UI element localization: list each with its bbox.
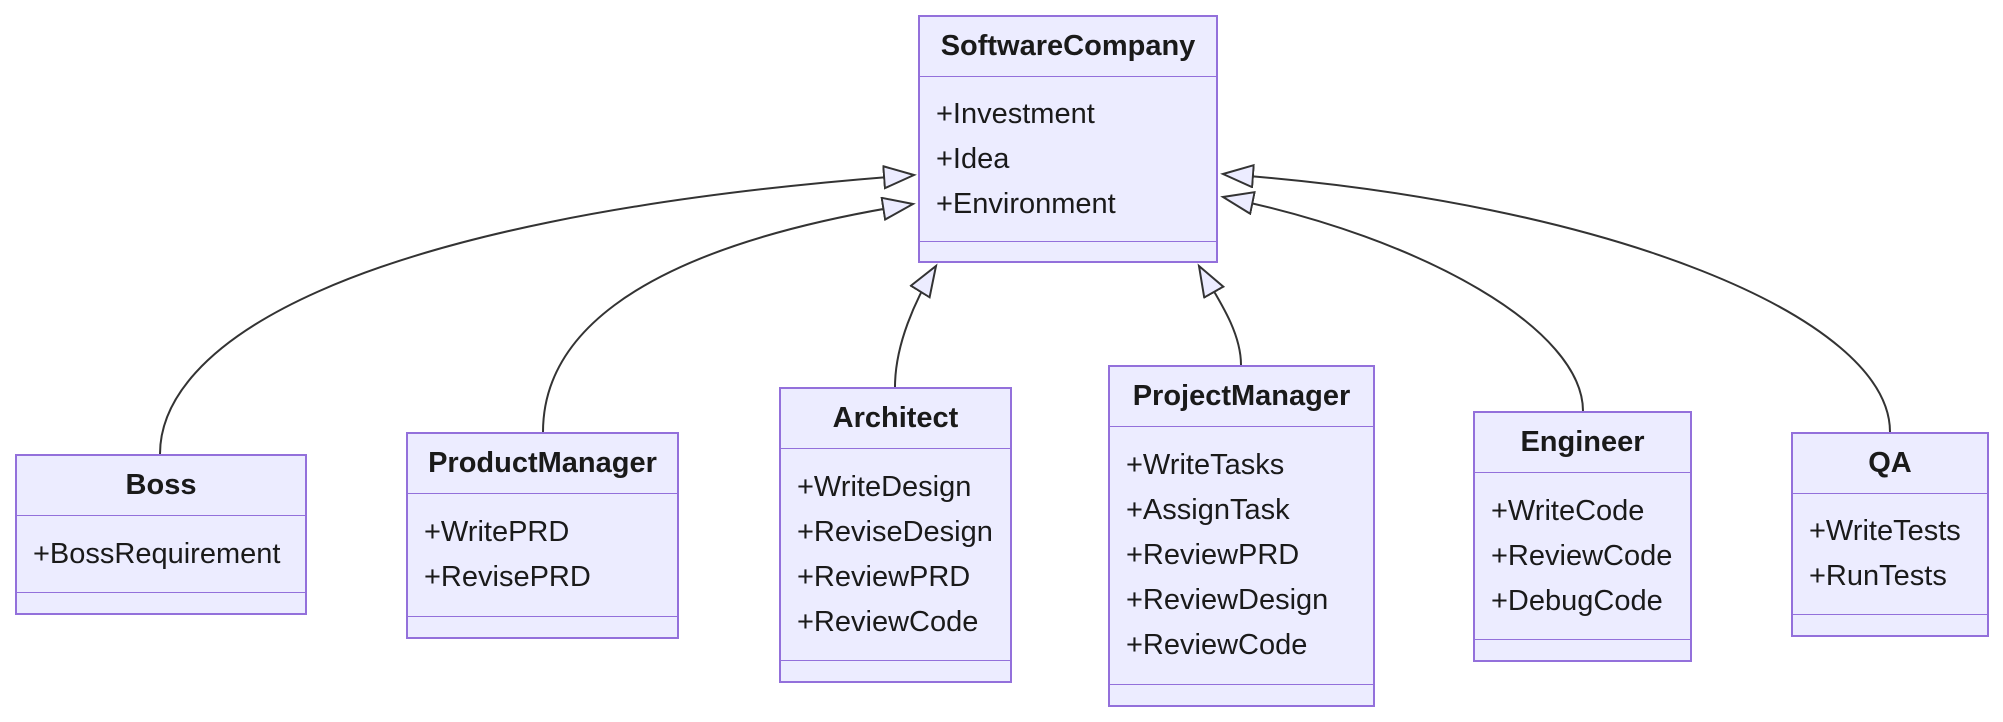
class-attributes-architect: +WriteDesign +ReviseDesign +ReviewPRD +R… [781, 449, 1010, 660]
class-title-softwarecompany: SoftwareCompany [920, 17, 1216, 77]
class-methods-empty [1110, 684, 1373, 705]
class-attributes-productmanager: +WritePRD +RevisePRD [408, 494, 677, 616]
class-title-qa: QA [1793, 434, 1987, 494]
class-methods-empty [17, 592, 305, 613]
class-methods-empty [920, 241, 1216, 261]
class-methods-empty [1793, 614, 1987, 635]
class-attributes-boss: +BossRequirement [17, 516, 305, 592]
class-methods-empty [781, 660, 1010, 681]
edge-projectmanager-to-softwarecompany [1199, 266, 1242, 366]
class-attribute: +WriteTasks [1126, 449, 1285, 481]
class-attribute: +WritePRD [424, 516, 570, 548]
class-attribute: +WriteCode [1491, 494, 1645, 527]
class-attribute: +AssignTask [1126, 494, 1290, 526]
edge-architect-to-softwarecompany [894, 266, 936, 388]
class-box-engineer: Engineer +WriteCode +ReviewCode +DebugCo… [1473, 411, 1692, 662]
class-attribute: +Investment [936, 97, 1095, 130]
class-box-softwarecompany: SoftwareCompany +Investment +Idea +Envir… [918, 15, 1218, 263]
class-box-boss: Boss +BossRequirement [15, 454, 307, 615]
class-title-engineer: Engineer [1475, 413, 1690, 473]
edge-productmanager-to-softwarecompany [542, 204, 913, 433]
class-attribute: +ReviewPRD [797, 560, 971, 593]
class-box-projectmanager: ProjectManager +WriteTasks +AssignTask +… [1108, 365, 1375, 707]
class-attribute: +ReviewCode [797, 605, 979, 638]
class-box-productmanager: ProductManager +WritePRD +RevisePRD [406, 432, 679, 639]
class-methods-empty [1475, 639, 1690, 660]
class-attribute: +WriteDesign [797, 470, 972, 503]
class-attribute: +ReviewPRD [1126, 539, 1300, 571]
class-attribute: +RevisePRD [424, 561, 591, 593]
class-attributes-qa: +WriteTests +RunTests [1793, 494, 1987, 614]
class-attribute: +WriteTests [1809, 515, 1961, 547]
class-attribute: +DebugCode [1491, 584, 1663, 617]
class-attribute: +BossRequirement [33, 537, 281, 570]
edge-engineer-to-softwarecompany [1223, 197, 1584, 412]
class-title-projectmanager: ProjectManager [1110, 367, 1373, 427]
class-attribute: +Environment [936, 187, 1116, 220]
edge-boss-to-softwarecompany [159, 175, 914, 455]
class-title-boss: Boss [17, 456, 305, 516]
class-title-architect: Architect [781, 389, 1010, 449]
class-attribute: +Idea [936, 142, 1010, 175]
class-methods-empty [408, 616, 677, 637]
class-attribute: +ReviewDesign [1126, 584, 1329, 616]
class-attribute: +ReviewCode [1491, 539, 1673, 572]
class-box-qa: QA +WriteTests +RunTests [1791, 432, 1989, 637]
class-attribute: +ReviseDesign [797, 515, 993, 548]
edge-qa-to-softwarecompany [1223, 174, 1891, 433]
class-attributes-softwarecompany: +Investment +Idea +Environment [920, 77, 1216, 241]
class-attribute: +ReviewCode [1126, 629, 1308, 661]
class-attribute: +RunTests [1809, 560, 1947, 592]
class-box-architect: Architect +WriteDesign +ReviseDesign +Re… [779, 387, 1012, 683]
class-title-productmanager: ProductManager [408, 434, 677, 494]
class-attributes-engineer: +WriteCode +ReviewCode +DebugCode [1475, 473, 1690, 639]
class-attributes-projectmanager: +WriteTasks +AssignTask +ReviewPRD +Revi… [1110, 427, 1373, 684]
